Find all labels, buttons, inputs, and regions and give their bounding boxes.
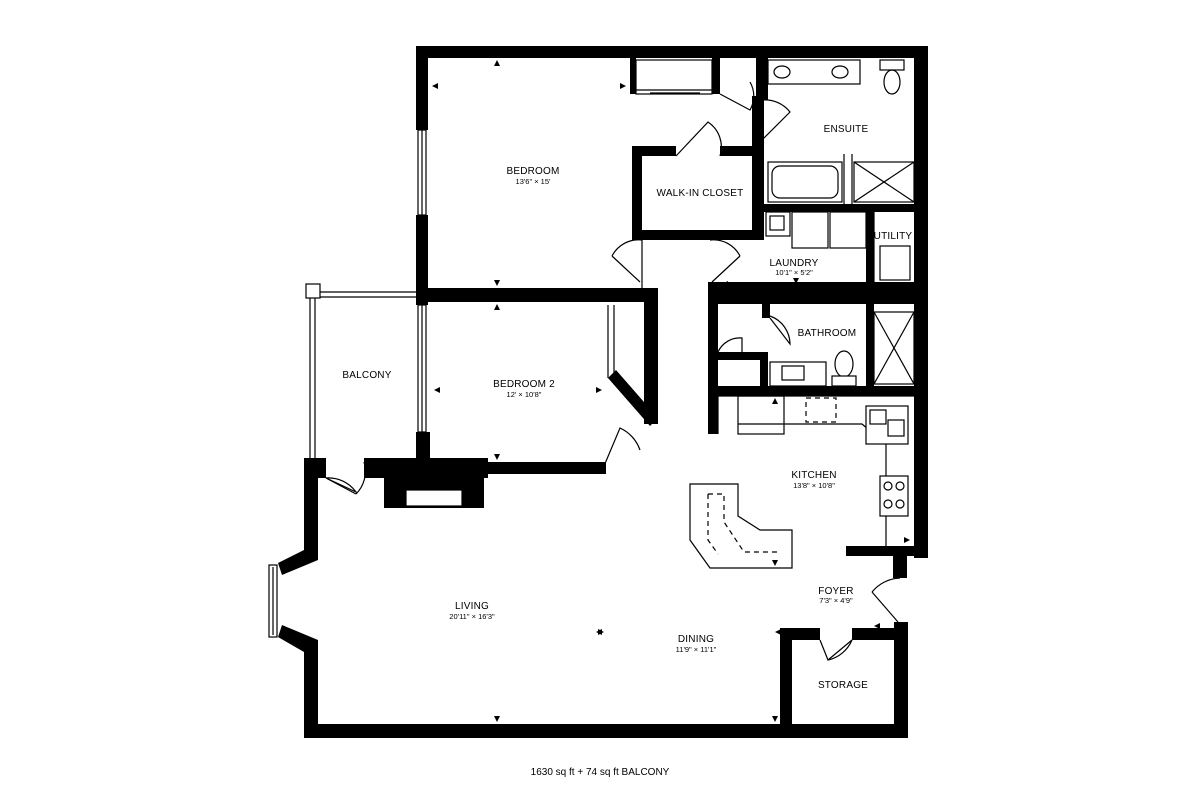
label-walk-in-closet: WALK-IN CLOSET [657, 188, 744, 199]
dims-kitchen: 13'8" × 10'8" [793, 481, 835, 490]
label-utility: UTILITY [874, 231, 913, 242]
bay-window [268, 552, 303, 651]
label-foyer: FOYER [818, 586, 853, 597]
dims-dining: 11'9" × 11'1" [676, 645, 717, 654]
balcony-outline [305, 283, 416, 458]
dims-living: 20'11" × 16'3" [449, 612, 495, 621]
label-bathroom: BATHROOM [798, 328, 857, 339]
windows [417, 129, 427, 433]
label-living: LIVING [455, 601, 489, 612]
label-balcony: BALCONY [342, 370, 391, 381]
label-dining: DINING [678, 634, 714, 645]
label-bedroom-2: BEDROOM 2 [493, 379, 555, 390]
dims-bedroom-2: 12' × 10'8" [507, 390, 542, 399]
label-ensuite: ENSUITE [824, 124, 869, 135]
label-bedroom: BEDROOM [506, 166, 559, 177]
doors [325, 59, 901, 661]
interior-walls [364, 58, 914, 738]
dimension-markers [432, 60, 910, 722]
dims-laundry: 10'1" × 5'2" [775, 268, 813, 277]
area-caption: 1630 sq ft + 74 sq ft BALCONY [531, 767, 670, 778]
dims-foyer: 7'3" × 4'9" [819, 596, 853, 605]
room-labels: BEDROOM 13'6" × 15' WALK-IN CLOSET ENSUI… [342, 124, 912, 691]
dims-bedroom: 13'6" × 15' [516, 177, 551, 186]
label-laundry: LAUNDRY [769, 258, 818, 269]
fixtures [689, 59, 915, 569]
label-storage: STORAGE [818, 680, 868, 691]
exterior-walls [278, 46, 928, 738]
label-kitchen: KITCHEN [791, 470, 836, 481]
